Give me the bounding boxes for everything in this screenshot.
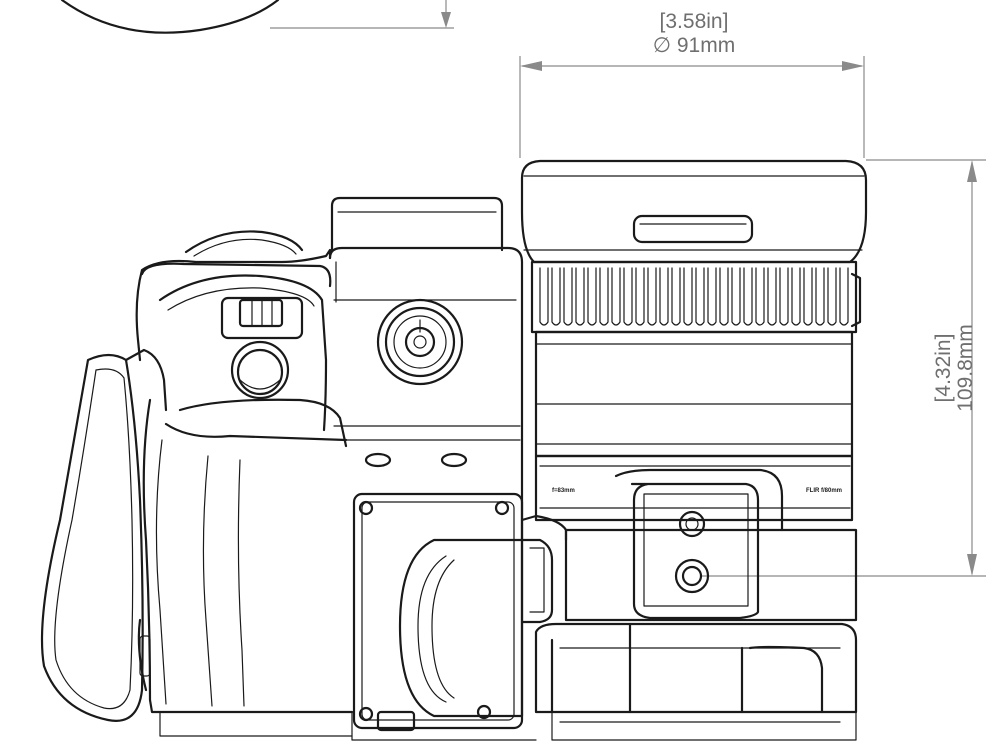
focus-ring-ridge <box>731 267 741 326</box>
lens-release-button-outer <box>376 298 464 386</box>
focus-ring-ridge <box>587 267 597 326</box>
focus-ring-ridge <box>719 267 729 326</box>
tripod-hole-upper <box>678 510 706 538</box>
door-screw-tr <box>494 500 510 516</box>
door-screw-tl <box>358 500 374 516</box>
trigger-button <box>236 348 284 396</box>
battery-door <box>352 492 524 732</box>
focus-ring <box>530 260 858 334</box>
eyecup <box>184 230 304 254</box>
width-dimension: [3.58in] ∅ 91mm <box>519 10 865 158</box>
door-screw-bl <box>358 706 374 722</box>
focus-ring-ridge <box>563 267 573 326</box>
body-screw-right <box>440 452 468 468</box>
top-housing <box>184 196 524 542</box>
lens-marking-left: f=83mm <box>552 488 575 494</box>
focus-ring-ridge <box>743 267 753 326</box>
focus-ring-ridge <box>647 267 657 326</box>
height-inches-label: [4.32in] <box>932 334 955 403</box>
focus-ring-ridge <box>839 267 849 326</box>
top-display-block <box>330 196 504 252</box>
lower-mount <box>159 468 858 741</box>
battery-door-panel <box>352 492 524 730</box>
focus-ring-ridge <box>611 267 621 326</box>
grip-body <box>142 398 354 714</box>
scroll-wheel <box>238 298 284 328</box>
focus-ring-ridge <box>707 267 717 326</box>
lens-barrel <box>534 330 854 458</box>
focus-ring-ridge <box>635 267 645 326</box>
tripod-housing <box>564 528 858 622</box>
width-diameter-label: ∅ 91mm <box>653 34 735 57</box>
focus-ring-ridge <box>791 267 801 326</box>
height-dimension: [4.32in] 109.8mm <box>700 159 986 577</box>
hand-strap <box>40 353 144 722</box>
focus-ring-ridge <box>695 267 705 326</box>
height-mm-label: 109.8mm <box>954 324 977 412</box>
lens-assembly: f=83mm FLIR f/80mm <box>520 159 868 522</box>
focus-ring-ridge <box>623 267 633 326</box>
focus-ring-ridge <box>659 267 669 326</box>
door-screw-br <box>476 704 492 720</box>
main-body-upper <box>328 246 524 542</box>
focus-ring-ridge <box>539 267 549 326</box>
tripod-plate <box>630 482 760 620</box>
bottom-block <box>534 622 858 714</box>
tripod-hole-lower <box>674 558 710 594</box>
trigger-button-outer <box>230 340 290 400</box>
body-top-edge <box>135 248 332 362</box>
top-view-arrow <box>441 12 451 28</box>
lens-hood <box>520 159 868 264</box>
focus-ring-ridge <box>575 267 585 326</box>
focus-ring-ridge <box>671 267 681 326</box>
grip-top <box>158 274 328 432</box>
focus-ring-ridge <box>767 267 777 326</box>
lens-release-button <box>384 306 456 378</box>
lens-hood-grip <box>632 214 754 244</box>
width-inches-label: [3.58in] <box>660 10 729 33</box>
focus-ring-ridge <box>803 267 813 326</box>
focus-ring-ridges <box>539 267 849 326</box>
lens-marking-right: FLIR f/80mm <box>806 488 842 494</box>
focus-ring-ridge <box>599 267 609 326</box>
body-screw-left <box>364 452 392 468</box>
focus-ring-tab <box>850 272 862 328</box>
lens-base <box>534 454 854 522</box>
scroll-wheel-housing <box>220 296 304 340</box>
focus-ring-ridge <box>779 267 789 326</box>
top-view-circle-fragment <box>60 0 280 34</box>
focus-ring-ridge <box>683 267 693 326</box>
grip-assembly <box>40 248 354 722</box>
focus-ring-ridge <box>551 267 561 326</box>
focus-ring-ridge <box>815 267 825 326</box>
focus-ring-ridge <box>755 267 765 326</box>
battery-latch <box>398 538 524 718</box>
focus-ring-ridge <box>827 267 837 326</box>
